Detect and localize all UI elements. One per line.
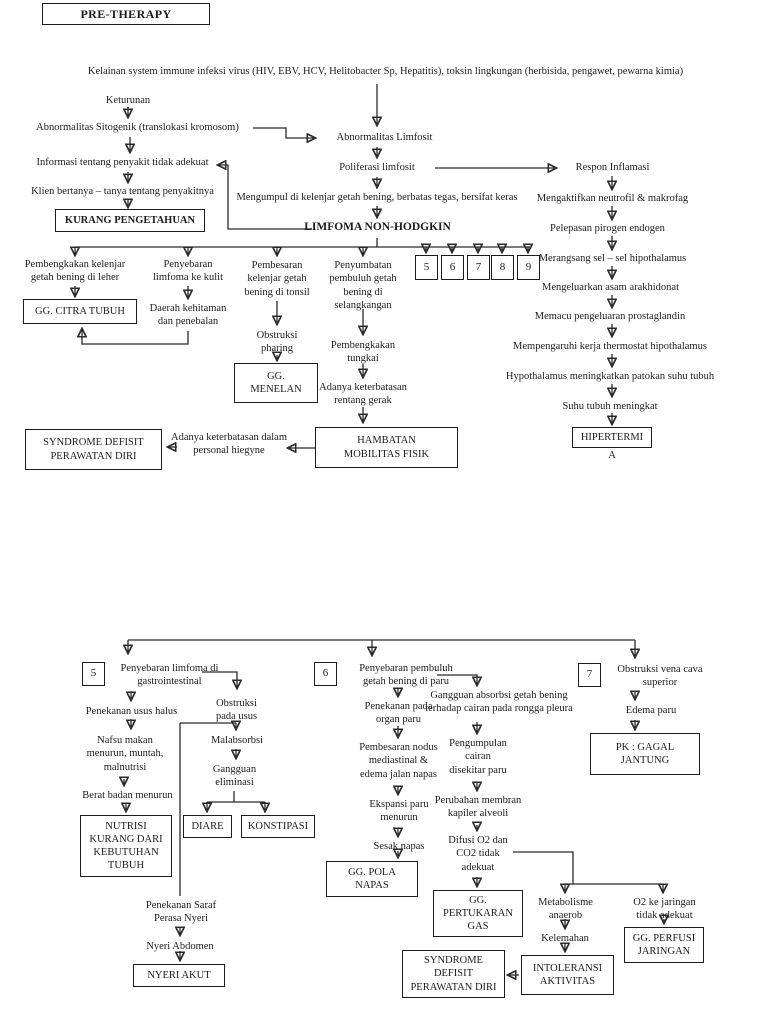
- box-pk-gagal-jantung: PK : GAGAL JANTUNG: [590, 733, 700, 775]
- node-nyeri-abdomen: Nyeri Abdomen: [146, 941, 214, 952]
- box-gg-pola-napas: GG. POLA NAPAS: [326, 861, 418, 897]
- box-konstipasi: KONSTIPASI: [241, 815, 315, 838]
- node-abnormalitas-sitogenik: Abnormalitas Sitogenik (translokasi krom…: [36, 122, 239, 133]
- node-gangguan-eliminasi: Gangguan eliminasi: [212, 764, 257, 789]
- node-keturunan: Keturunan: [105, 95, 151, 106]
- node-respon-inflamasi: Respon Inflamasi: [575, 162, 650, 173]
- node-o2-jaringan: O2 ke jaringan tidak adekuat: [633, 897, 696, 922]
- box-gg-perfusi-jaringan: GG. PERFUSI JARINGAN: [624, 927, 704, 963]
- node-metabolisme-anaerob: Metabolisme anaerob: [538, 897, 593, 922]
- pre-therapy-title-box: PRE-THERAPY: [42, 3, 210, 25]
- node-keterbatasan-personal: Adanya keterbatasan dalam personal hiegy…: [170, 432, 288, 457]
- box-gg-menelan: GG. MENELAN: [234, 363, 318, 403]
- node-berat-badan: Berat badan menurun: [82, 790, 173, 801]
- node-penyumbatan-selangkangan: Penyumbatan pembuluh getah bening di sel…: [329, 260, 397, 312]
- box-nyeri-akut: NYERI AKUT: [133, 964, 225, 987]
- node-penyebaran-paru: Penyebaran pembuluh getah bening di paru: [359, 663, 453, 688]
- node-etiology: Kelainan system immune infeksi virus (HI…: [87, 66, 684, 77]
- node-obstruksi-vena-cava: Obstruksi vena cava superior: [617, 664, 703, 689]
- node-edema-paru: Edema paru: [625, 705, 677, 716]
- box-ref-8: 8: [491, 255, 514, 280]
- node-pelepasan-pirogen: Pelepasan pirogen endogen: [550, 223, 665, 234]
- node-asam-arakhidonat: Mengeluarkan asam arakhidonat: [541, 282, 680, 293]
- node-penekanan-saraf: Penekanan Saraf Perasa Nyeri: [145, 900, 217, 925]
- box-ref-6: 6: [441, 255, 464, 280]
- box-ref-5: 5: [415, 255, 438, 280]
- box-ref-7: 7: [467, 255, 490, 280]
- node-sesak-napas: Sesak napas: [373, 841, 425, 852]
- node-nafsu-makan: Nafsu makan menurun, muntah, malnutrisi: [86, 735, 164, 773]
- node-abnormalitas-limfosit: Abnormalitas Limfosit: [336, 132, 433, 143]
- node-mengumpul-kelenjar: Mengumpul di kelenjar getah bening, berb…: [236, 192, 518, 203]
- box-gg-pertukaran-gas: GG. PERTUKARAN GAS: [433, 890, 523, 937]
- node-thermostat-hipothalamus: Mempengaruhi kerja thermostat hipothalam…: [513, 341, 707, 352]
- node-kelemahan: Kelemahan: [541, 933, 589, 944]
- node-penekanan-usus: Penekanan usus halus: [85, 706, 178, 717]
- node-mengaktifkan-neutrofil: Mengaktifkan neutrofil & makrofag: [536, 193, 689, 204]
- node-klien-bertanya: Klien bertanya – tanya tentang penyakitn…: [31, 186, 214, 197]
- node-malabsorbsi: Malabsorbsi: [211, 735, 263, 746]
- node-pembesaran-tonsil: Pembesaran kelenjar getah bening di tons…: [244, 260, 310, 298]
- node-hipertermi-suffix: A: [608, 450, 616, 461]
- node-limfoma-non-hodgkin: LIMFOMA NON-HODGKIN: [304, 221, 451, 233]
- box-ref-6-detail: 6: [314, 662, 337, 686]
- node-pembengkakan-leher: Pembengkakan kelenjar getah bening di le…: [24, 259, 126, 284]
- box-syndrome-defisit-1: SYNDROME DEFISIT PERAWATAN DIRI: [25, 429, 162, 470]
- node-keterbatasan-gerak: Adanya keterbatasan rentang gerak: [319, 382, 407, 407]
- box-syndrome-defisit-2: SYNDROME DEFISIT PERAWATAN DIRI: [402, 950, 505, 998]
- node-penekanan-organ-paru: Penekanan pada organ paru: [364, 701, 433, 726]
- node-poliferasi-limfosit: Poliferasi limfosit: [339, 162, 415, 173]
- box-hambatan-mobilitas: HAMBATAN MOBILITAS FISIK: [315, 427, 458, 468]
- box-ref-5-detail: 5: [82, 662, 105, 686]
- node-obstruksi-usus: Obstruksi pada usus: [215, 698, 258, 723]
- box-hipertermi: HIPERTERMI: [572, 427, 652, 448]
- node-prostaglandin: Memacu pengeluaran prostaglandin: [534, 311, 686, 322]
- node-ekspansi-paru: Ekspansi paru menurun: [369, 799, 429, 824]
- node-pembengkakan-tungkai: Pembengkakan tungkai: [330, 340, 396, 365]
- node-penyebaran-gastro: Penyebaran limfoma di gastrointestinal: [120, 663, 219, 688]
- node-merangsang-hipothalamus: Merangsang sel – sel hipothalamus: [538, 253, 687, 264]
- node-patokan-suhu: Hypothalamus meningkatkan patokan suhu t…: [505, 371, 715, 382]
- node-pembesaran-nodus: Pembesaran nodus mediastinal & edema jal…: [359, 742, 438, 780]
- box-gg-citra-tubuh: GG. CITRA TUBUH: [23, 299, 137, 324]
- node-suhu-meningkat: Suhu tubuh meningkat: [562, 401, 658, 412]
- box-nutrisi-kurang: NUTRISI KURANG DARI KEBUTUHAN TUBUH: [80, 815, 172, 877]
- node-daerah-kehitaman: Daerah kehitaman dan penebalan: [149, 303, 227, 328]
- node-gangguan-absorbsi: Gangguan absorbsi getah bening terhadap …: [425, 690, 573, 715]
- box-ref-9: 9: [517, 255, 540, 280]
- node-perubahan-membran: Perubahan membran kapiler alveoli: [434, 795, 522, 820]
- box-intoleransi-aktivitas: INTOLERANSI AKTIVITAS: [521, 955, 614, 995]
- node-penyebaran-kulit: Penyebaran limfoma ke kulit: [153, 259, 223, 284]
- box-kurang-pengetahuan: KURANG PENGETAHUAN: [55, 209, 205, 232]
- node-pengumpulan-cairan: Pengumpulan cairan disekitar paru: [449, 738, 507, 776]
- node-obstruksi-pharing: Obstruksi pharing: [256, 330, 298, 355]
- box-diare: DIARE: [183, 815, 232, 838]
- box-ref-7-detail: 7: [578, 663, 601, 687]
- node-informasi-tidak-adekuat: Informasi tentang penyakit tidak adekuat: [36, 157, 209, 168]
- node-difusi-tidak-adekuat: Difusi O2 dan CO2 tidak adekuat: [448, 835, 508, 873]
